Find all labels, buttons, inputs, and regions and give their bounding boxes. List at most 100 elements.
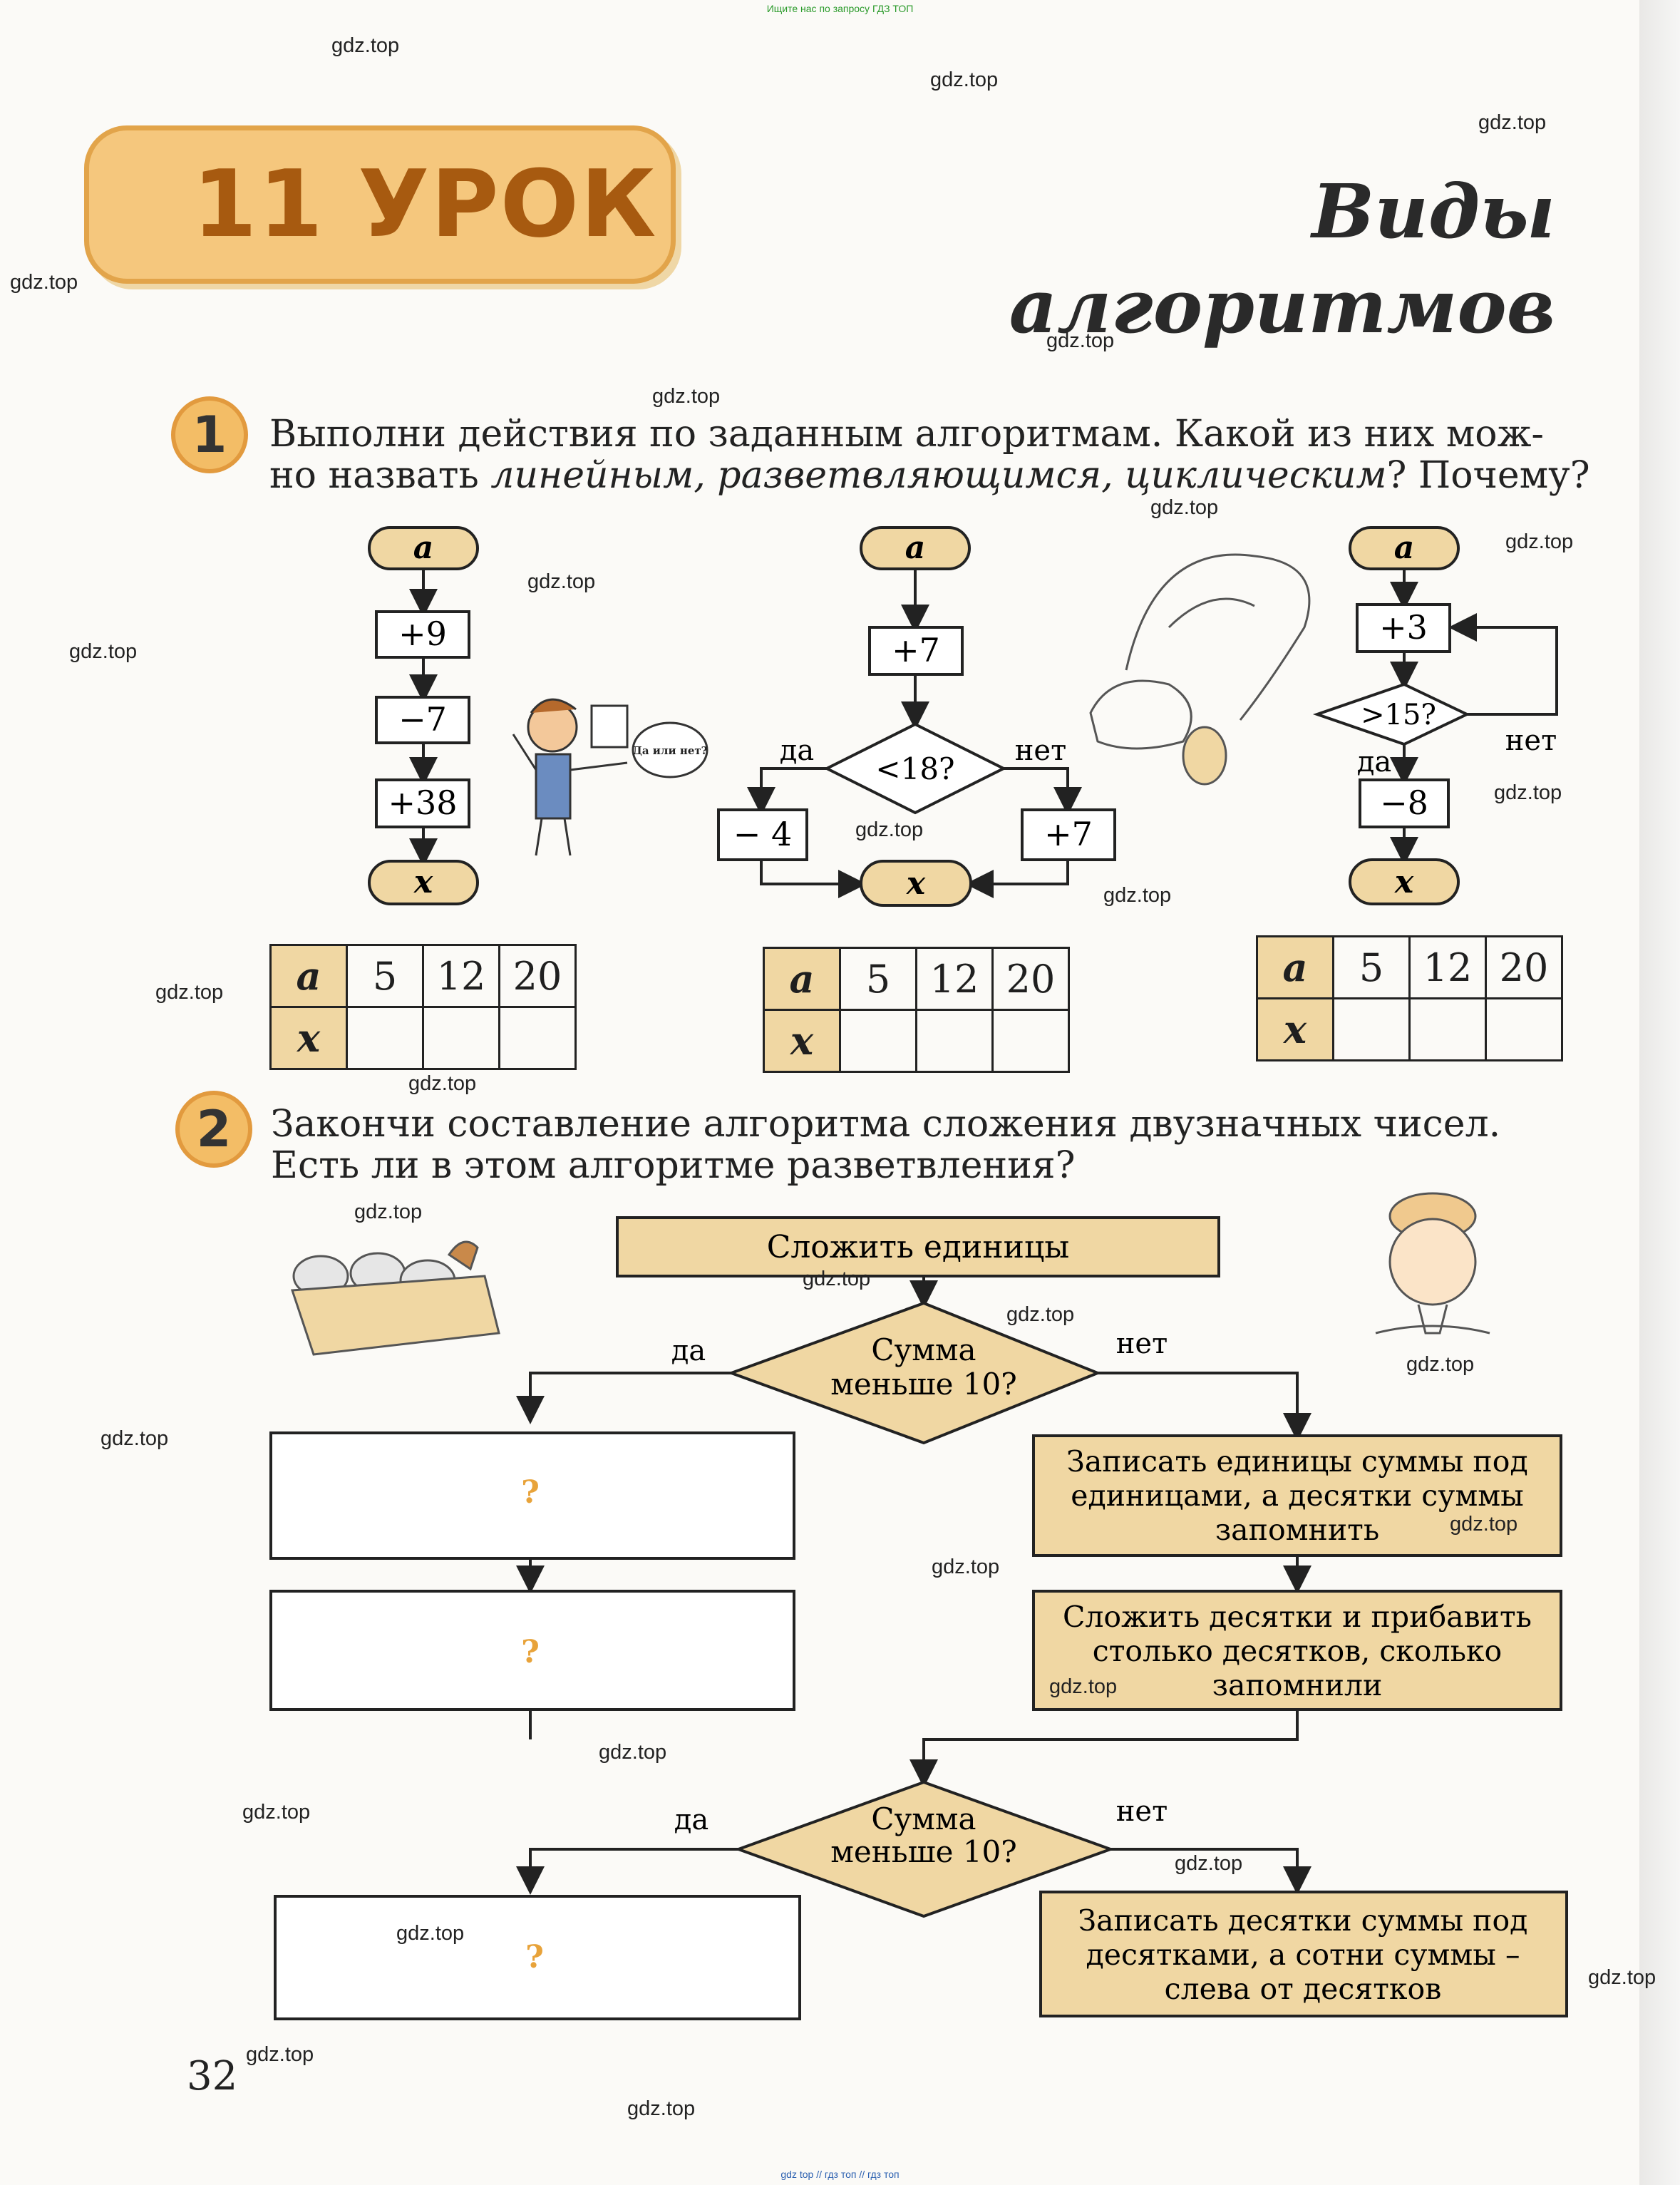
algo2-no-label: нет: [1015, 734, 1066, 767]
no-box1: [1032, 1434, 1562, 1557]
step-add-units-label: Сложить единицы: [767, 1229, 1070, 1265]
table3-cell[interactable]: [1485, 997, 1563, 1061]
table2-cell[interactable]: [991, 1009, 1070, 1073]
table1-row-x: x: [269, 1006, 348, 1070]
table2-row-a: a: [763, 947, 841, 1011]
page-title-line2: алгоритмов: [1009, 262, 1555, 350]
no-box2-line3: запомнили: [1212, 1668, 1383, 1702]
bottom-note: gdz top // гдз топ // гдз топ: [780, 2169, 900, 2180]
algo1-start-label: a: [413, 530, 434, 566]
task2-text-line2: Есть ли в этом алгоритме разветвления?: [271, 1144, 1076, 1187]
speech-bubble-text: Да или нет?: [633, 744, 708, 757]
speech-bubble: [632, 721, 708, 778]
algo1-step1-label: +9: [398, 615, 447, 653]
watermark: gdz.top: [1505, 530, 1574, 553]
no-box3-line2: десятками, а сотни суммы –: [1086, 1938, 1520, 1972]
algo3-condition: [1312, 682, 1470, 746]
table3-cell[interactable]: [1408, 997, 1487, 1061]
no-box1-line3: запомнить: [1215, 1513, 1379, 1547]
question-mark2: ?: [521, 1634, 540, 1670]
watermark: gdz.top: [101, 1427, 169, 1450]
algo2-no-step: [1021, 808, 1116, 861]
step-add-units: [616, 1216, 1220, 1277]
algo2-end-label: x: [906, 865, 926, 902]
algo3-no-label: нет: [1505, 724, 1557, 757]
table3-val1: 5: [1332, 935, 1411, 999]
task2-number: 2: [175, 1091, 252, 1168]
genie-illustration: [1089, 553, 1311, 786]
page-title-line1: Виды: [1311, 168, 1555, 255]
no-box3-line1: Записать десятки суммы под: [1078, 1903, 1528, 1938]
top-note: Ищите нас по запросу ГДЗ ТОП: [766, 3, 914, 14]
watermark: gdz.top: [1049, 1675, 1118, 1698]
algo2-condition: [823, 722, 1007, 815]
table1-cell[interactable]: [422, 1006, 500, 1070]
algo1-step3-label: +38: [388, 783, 457, 822]
task2-text-line1: Закончи составление алгоритма сложения д…: [271, 1103, 1501, 1146]
algo2-yes-label: да: [780, 734, 814, 767]
watermark: gdz.top: [10, 271, 78, 294]
table3-val2: 12: [1408, 935, 1487, 999]
table1-cell[interactable]: [498, 1006, 577, 1070]
watermark: gdz.top: [652, 385, 721, 408]
algo1-end: [368, 860, 479, 905]
lesson-label: 11 УРОК: [192, 150, 658, 258]
table3-val3: 20: [1485, 935, 1563, 999]
algo3-yes-step-label: −8: [1380, 783, 1428, 822]
task1-text-line2: но назвать линейным, разветвляющимся, ци…: [269, 454, 1590, 497]
task2-yes-label2: да: [674, 1804, 708, 1836]
algo3-start-label: a: [1394, 530, 1415, 566]
lesson-banner: [84, 125, 676, 284]
table2-val1: 5: [839, 947, 917, 1011]
watermark: gdz.top: [331, 34, 400, 57]
algo2-start: [860, 526, 971, 570]
condition2: [734, 1780, 1115, 1918]
unknown-box2: [269, 1590, 795, 1711]
table1-row-a: a: [269, 944, 348, 1008]
algo2-yes-step: [717, 808, 808, 861]
page-number: 32: [187, 2053, 238, 2099]
no-box3: [1039, 1891, 1568, 2017]
table2-cell[interactable]: [839, 1009, 917, 1073]
algo1-step2: [375, 696, 470, 744]
watermark: gdz.top: [803, 1268, 871, 1290]
watermark: gdz.top: [1450, 1513, 1518, 1536]
algo3-condition-label: >15?: [1361, 699, 1436, 731]
table3-row-a: a: [1256, 935, 1334, 999]
condition2-line1: Сумма: [871, 1801, 976, 1836]
algo1-end-label: x: [413, 864, 433, 900]
unknown-box1: [269, 1431, 795, 1560]
watermark: gdz.top: [1478, 111, 1547, 134]
task1-text-line1: Выполни действия по заданным алгоритмам.…: [269, 413, 1544, 456]
watermark: gdz.top: [1175, 1852, 1243, 1875]
table2-row-x: x: [763, 1009, 841, 1073]
watermark: gdz.top: [1494, 781, 1562, 804]
watermark: gdz.top: [1006, 1303, 1075, 1326]
algo3-start: [1349, 526, 1460, 570]
algo2-step: [868, 626, 964, 676]
girl-illustration: [1375, 1192, 1490, 1335]
table3-row-x: x: [1256, 997, 1334, 1061]
no-box2: [1032, 1590, 1562, 1711]
algo3-end: [1349, 858, 1460, 905]
watermark: gdz.top: [1588, 1966, 1656, 1989]
no-box1-line1: Записать единицы суммы под: [1066, 1444, 1527, 1479]
algo3-step-label: +3: [1379, 608, 1428, 647]
table2-cell[interactable]: [915, 1009, 994, 1073]
table3-cell[interactable]: [1332, 997, 1411, 1061]
watermark: gdz.top: [855, 818, 924, 841]
table1-cell[interactable]: [346, 1006, 424, 1070]
no-box1-line2: единицами, а десятки суммы: [1071, 1479, 1524, 1513]
boy-illustration: [512, 698, 629, 856]
algo3-yes-step: [1359, 778, 1450, 828]
condition1: [727, 1301, 1102, 1445]
algo3-yes-label: да: [1357, 746, 1391, 778]
task2-yes-label1: да: [671, 1335, 706, 1367]
algo2-no-step-label: +7: [1044, 815, 1093, 853]
table1-val1: 5: [346, 944, 424, 1008]
watermark: gdz.top: [1046, 329, 1115, 352]
watermark: gdz.top: [246, 2043, 314, 2066]
